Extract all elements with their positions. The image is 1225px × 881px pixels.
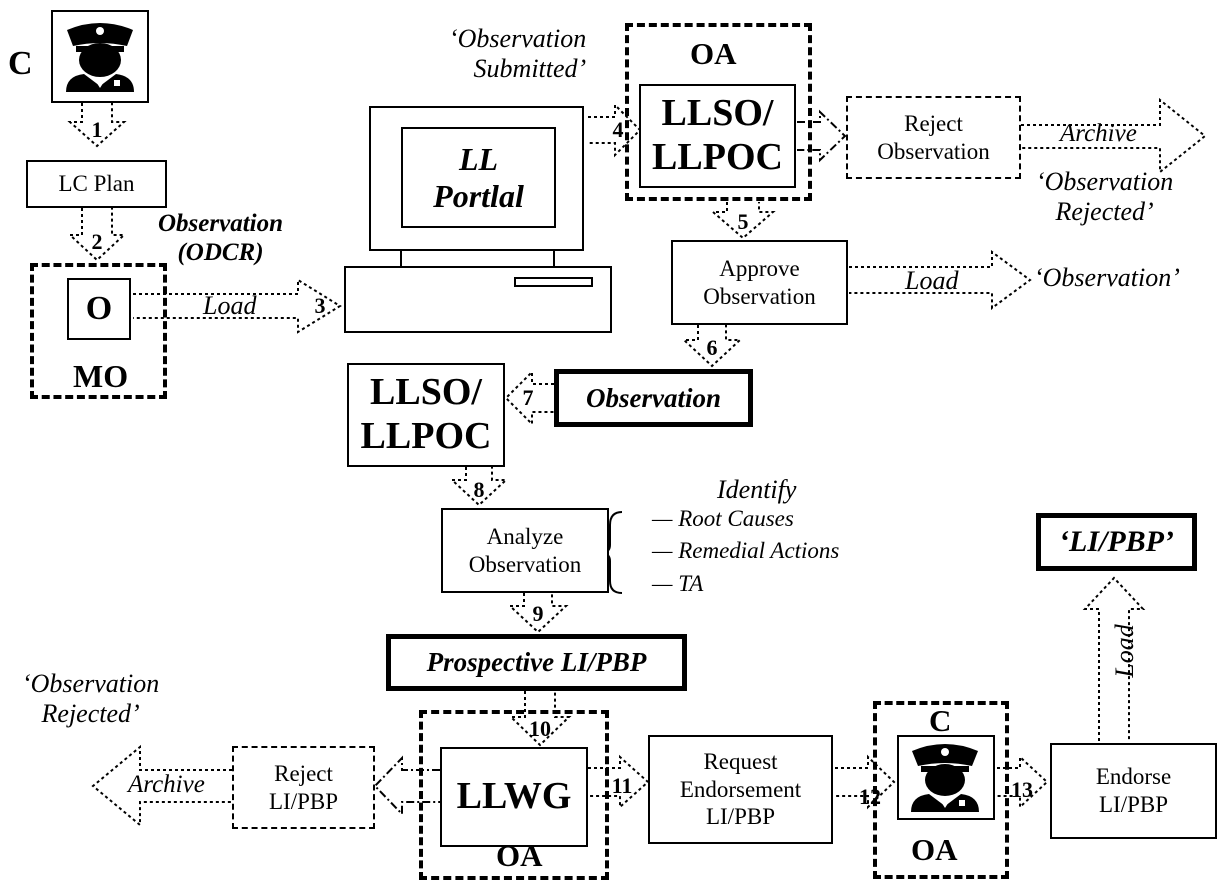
arrow-step-12: [835, 754, 896, 810]
oa-bottom-right-container: [873, 701, 1009, 879]
arrow-step-6: [681, 325, 743, 368]
archive-label-top: Archive: [1060, 120, 1137, 147]
analyze-observation-box[interactable]: Analyze Observation: [441, 508, 609, 593]
load-label-step3: Load: [203, 291, 257, 320]
lc-plan-box[interactable]: LC Plan: [26, 160, 167, 208]
li-pbp-output-box[interactable]: ‘LI/PBP’: [1036, 513, 1197, 571]
arrow-archive-top: [1021, 97, 1207, 175]
step-number: 8: [473, 477, 485, 502]
police-icon-top: [66, 23, 134, 92]
commander-box-bottom[interactable]: [897, 735, 995, 820]
step-number: 11: [611, 773, 633, 798]
mo-container: [30, 263, 167, 399]
step-number: 3: [314, 293, 326, 318]
arrow-archive-bottom: [91, 744, 232, 828]
observation-box[interactable]: Observation: [554, 369, 753, 427]
arrow-step-8: [449, 467, 509, 507]
load-label-vertical: Load: [1109, 624, 1139, 678]
root-causes-label: — Root Causes: [652, 506, 794, 531]
prospective-li-pbp-box[interactable]: Prospective LI/PBP: [386, 634, 687, 691]
commander-label-bottom: C: [929, 703, 952, 738]
step-number: 4: [612, 117, 624, 142]
arrow-reject-li: [373, 755, 440, 817]
step-number: 2: [91, 229, 103, 254]
arrow-step-1: [67, 103, 127, 148]
arrow-step-3: [133, 278, 342, 334]
approve-observation-box[interactable]: Approve Observation: [671, 240, 848, 325]
observation-rejected-top-label: ‘Observation Rejected’: [1036, 167, 1174, 226]
reject-observation-box[interactable]: Reject Observation: [846, 96, 1021, 179]
endorse-li-pbp-box[interactable]: Endorse LI/PBP: [1050, 743, 1217, 839]
llwg-label: LLWG: [456, 775, 572, 818]
load-label-approve: Load: [905, 266, 959, 295]
identify-label: Identify: [717, 475, 797, 504]
ta-label: — TA: [652, 571, 704, 596]
observation-submitted-label: ‘Observation Submitted’: [449, 24, 587, 83]
mo-label: MO: [73, 358, 129, 394]
request-endorsement-box[interactable]: Request Endorsement LI/PBP: [648, 735, 833, 844]
prospective-label: Prospective LI/PBP: [426, 647, 647, 678]
step-number: 5: [737, 209, 749, 234]
arrow-step-2: [67, 208, 127, 262]
ll-portal-screen[interactable]: LL Portlal: [433, 140, 524, 214]
step-number: 13: [1011, 777, 1033, 802]
llso-llpoc-top-box[interactable]: LLSO/ LLPOC: [639, 84, 796, 188]
remedial-actions-label: — Remedial Actions: [652, 538, 840, 563]
oa-bottom-left-container: [419, 710, 609, 880]
oa-top-container: [625, 23, 812, 201]
llso-llpoc-mid-box[interactable]: LLSO/ LLPOC: [347, 363, 505, 467]
o-label: O: [85, 289, 113, 327]
arrow-load-li: [1082, 576, 1146, 741]
oa-bottom-right-label: OA: [911, 832, 958, 867]
arrow-load-observation: [849, 250, 1032, 310]
reject-li-pbp-box[interactable]: Reject LI/PBP: [232, 746, 375, 829]
arrow-step-10: [508, 691, 572, 747]
oa-bottom-left-label: OA: [496, 838, 543, 873]
lc-plan-label: LC Plan: [58, 171, 135, 197]
arrow-reject-observation: [797, 109, 847, 163]
computer-icon: [344, 106, 612, 333]
observation-box-label: Observation: [586, 382, 721, 413]
observation-output-label: ‘Observation’: [1034, 263, 1180, 292]
step-number: 7: [522, 385, 534, 410]
step-number: 10: [529, 716, 551, 741]
step-number: 9: [532, 601, 544, 626]
llwg-box[interactable]: LLWG: [440, 747, 588, 847]
police-icon-bottom: [911, 744, 979, 812]
observation-odcr-label: Observation (ODCR): [158, 210, 283, 266]
li-pbp-output-label: ‘LI/PBP’: [1059, 525, 1174, 558]
step-number: 6: [706, 335, 718, 360]
oa-top-label: OA: [690, 36, 737, 71]
commander-label-top: C: [8, 45, 33, 82]
o-box[interactable]: O: [67, 278, 131, 340]
arrow-step-9: [507, 593, 569, 634]
archive-label-bottom: Archive: [128, 771, 205, 798]
step-number: 1: [91, 117, 103, 142]
observation-rejected-bottom-label: ‘Observation Rejected’: [22, 669, 160, 728]
commander-box-top[interactable]: [51, 10, 149, 103]
